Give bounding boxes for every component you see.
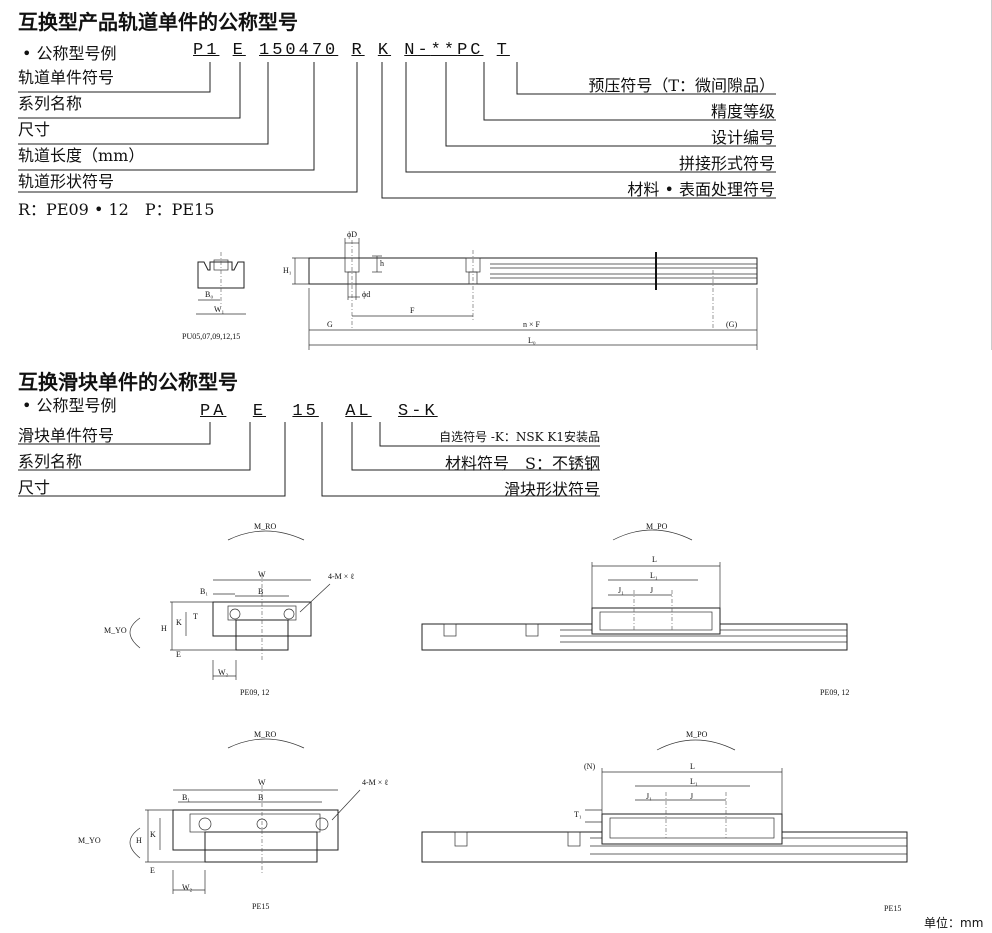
label-t-1: T xyxy=(193,612,198,621)
code-part: - xyxy=(417,41,431,60)
label-mro-2: M_RO xyxy=(254,730,277,739)
label-t1-2: T₁ xyxy=(574,810,582,819)
block-label-size: 尺寸 xyxy=(18,478,51,497)
block-label-unit-symbol: 滑块单件符号 xyxy=(18,426,115,445)
rail-example-label: • 公称型号例 xyxy=(22,44,117,63)
label-k-2: K xyxy=(150,830,156,839)
rail-label-material: 材料 • 表面处理符号 xyxy=(627,180,775,199)
block-example-label: • 公称型号例 xyxy=(22,396,117,415)
code-part: E xyxy=(252,402,267,421)
dim-b0: B₀ xyxy=(205,290,214,299)
dim-h1: H₁ xyxy=(283,266,292,275)
caption-pe0912-left: PE09, 12 xyxy=(240,688,270,697)
label-myo-2: M_YO xyxy=(78,836,101,845)
rail-label-size: 尺寸 xyxy=(18,120,51,139)
label-mpo-1: M_PO xyxy=(646,522,668,531)
code-part: 15 xyxy=(292,402,319,421)
code-part: PC xyxy=(457,41,484,60)
code-part: P1 xyxy=(193,41,220,60)
block-label-option: 自选符号 -K：NSK K1安装品 xyxy=(439,430,600,444)
code-part: 15 xyxy=(259,41,286,60)
dim-nf: n × F xyxy=(523,320,540,329)
code-part: ** xyxy=(430,41,458,60)
label-h-1: H xyxy=(161,624,167,633)
rail-label-shape: 轨道形状符号 xyxy=(18,172,115,191)
dim-l0: L₀ xyxy=(528,336,536,345)
label-j1-2: J₁ xyxy=(646,792,652,801)
block-label-series: 系列名称 xyxy=(18,452,83,471)
code-part: PA xyxy=(200,402,227,421)
code-part: - xyxy=(411,402,425,421)
label-l1-1: L₁ xyxy=(650,571,658,580)
dim-phid: ϕd xyxy=(362,290,371,299)
rail-label-length: 轨道长度（mm） xyxy=(18,146,145,165)
code-part: AL xyxy=(345,402,372,421)
code-part: E xyxy=(232,41,246,60)
code-part: K xyxy=(377,41,392,60)
code-part: S xyxy=(398,402,412,421)
label-j-1: J xyxy=(650,586,654,595)
caption-pe0912-right: PE09, 12 xyxy=(820,688,850,697)
label-e-2: E xyxy=(150,866,155,875)
label-b-2: B xyxy=(258,793,264,802)
caption-pe15-left: PE15 xyxy=(252,902,270,911)
label-mpo-2: M_PO xyxy=(686,730,708,739)
label-w-1: W xyxy=(258,570,266,579)
dim-g: G xyxy=(327,320,333,329)
rail-label-accuracy: 精度等级 xyxy=(710,102,775,121)
label-j1-1: J₁ xyxy=(618,586,624,595)
rail-code: P1 E 150470 R K N-**PC T xyxy=(193,41,510,60)
label-l-1: L xyxy=(652,555,657,564)
rail-label-unit-symbol: 轨道单件符号 xyxy=(18,68,115,87)
label-mro-1: M_RO xyxy=(254,522,277,531)
dim-w1: W₁ xyxy=(214,305,225,314)
label-w2-1: W₂ xyxy=(218,668,229,677)
rail-section-title: 互换型产品轨道单件的公称型号 xyxy=(18,10,298,34)
label-b-1: B xyxy=(258,587,264,596)
label-k-1: K xyxy=(176,618,182,627)
block-code: PA E 15 AL S-K xyxy=(200,402,438,421)
rail-label-series: 系列名称 xyxy=(18,94,83,113)
label-n-2: (N) xyxy=(584,762,596,771)
rail-section-caption: PU05,07,09,12,15 xyxy=(182,332,241,341)
code-part: 0470 xyxy=(285,41,339,60)
unit-label: 单位：mm xyxy=(924,916,984,930)
dim-g2: (G) xyxy=(726,320,738,329)
caption-pe15-right: PE15 xyxy=(884,904,902,913)
code-part: N xyxy=(404,41,418,60)
block-label-shape: 滑块形状符号 xyxy=(503,480,600,499)
rail-shape-note: R：PE09 • 12 P：PE15 xyxy=(18,200,215,219)
block-label-material: 材料符号 S：不锈钢 xyxy=(445,454,600,473)
label-tap-2: 4-M × ℓ xyxy=(362,778,389,787)
label-tap-1: 4-M × ℓ xyxy=(328,572,355,581)
label-l-2: L xyxy=(690,762,695,771)
code-part: R xyxy=(351,41,365,60)
dim-h: h xyxy=(380,259,384,268)
label-j-2: J xyxy=(690,792,694,801)
label-h-2: H xyxy=(136,836,142,845)
label-b1-1: B₁ xyxy=(200,587,209,596)
label-w-2: W xyxy=(258,778,266,787)
label-myo-1: M_YO xyxy=(104,626,127,635)
label-b1-2: B₁ xyxy=(182,793,191,802)
label-w2-2: W₂ xyxy=(182,883,193,892)
rail-label-preload: 预压符号（T：微间隙品） xyxy=(588,76,775,95)
rail-label-joint: 拼接形式符号 xyxy=(678,154,775,173)
label-e-1: E xyxy=(176,650,181,659)
block-section-title: 互换滑块单件的公称型号 xyxy=(18,370,238,394)
code-part: T xyxy=(496,41,510,60)
label-l1-2: L₁ xyxy=(690,777,698,786)
code-part: K xyxy=(424,402,438,421)
rail-label-design: 设计编号 xyxy=(710,128,775,147)
dim-phiD: ϕD xyxy=(347,230,357,239)
dim-f: F xyxy=(410,306,415,315)
